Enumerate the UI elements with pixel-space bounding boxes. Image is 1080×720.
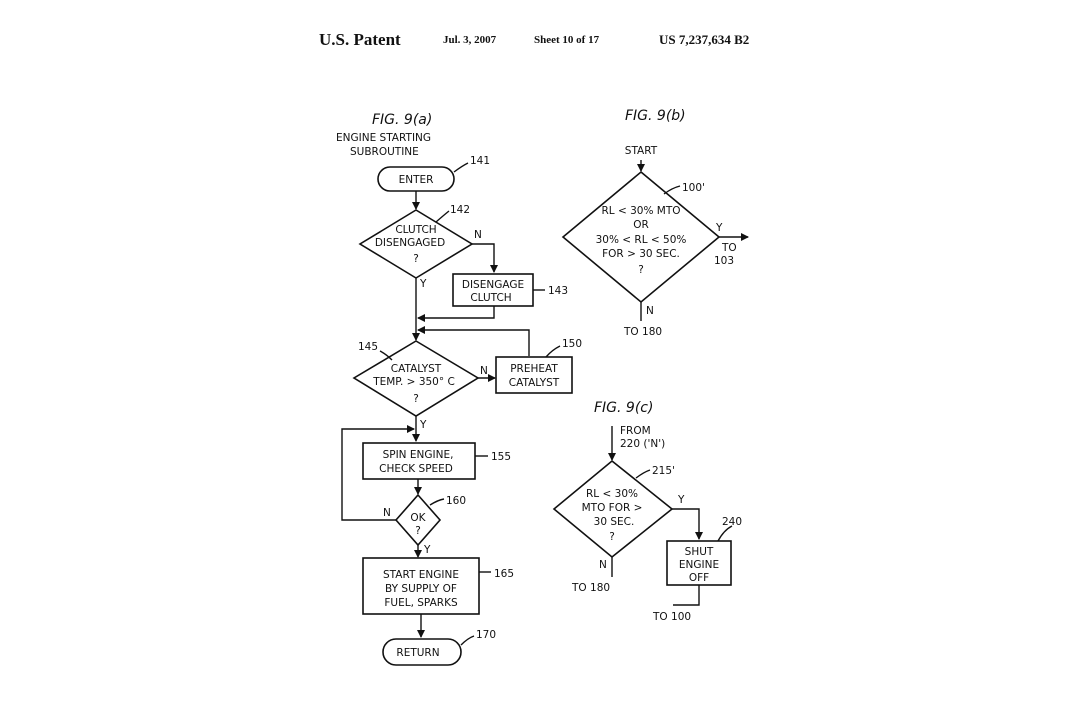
fig-9c-no-target: TO 180 xyxy=(571,582,610,594)
fig-9b-line3: 30% < RL < 50% xyxy=(596,234,687,246)
enter-ref: 141 xyxy=(470,155,490,167)
ok-ref: 160 xyxy=(446,495,466,507)
fig-9b-yes-label: Y xyxy=(715,222,723,234)
enter-ref-leader xyxy=(453,162,469,173)
spin-engine-box xyxy=(362,442,476,480)
ok-line1: OK xyxy=(410,512,426,524)
catalyst-yes-label: Y xyxy=(419,419,427,431)
clutch-ref-leader xyxy=(435,210,450,223)
start-ref: 165 xyxy=(494,568,514,580)
fig-9c-no-label: N xyxy=(599,559,607,571)
spin-line2: CHECK SPEED xyxy=(379,463,453,475)
spin-line1: SPIN ENGINE, xyxy=(383,449,454,461)
shut-line1: SHUT xyxy=(685,546,714,558)
clutch-ref: 142 xyxy=(450,204,470,216)
fig-9b-line4: FOR > 30 SEC. xyxy=(602,248,680,260)
catalyst-line1: CATALYST xyxy=(391,363,442,375)
clutch-yes-label: Y xyxy=(419,278,427,290)
fig-9b: FIG. 9(b) START RL < 30% MTO OR 30% < RL… xyxy=(561,108,749,338)
arrow-disengage-merge xyxy=(417,306,495,322)
ok-line2: ? xyxy=(415,525,421,537)
ok-yes-label: Y xyxy=(423,544,431,556)
patent-header: U.S. Patent Jul. 3, 2007 Sheet 10 of 17 … xyxy=(0,30,1080,54)
patent-title: U.S. Patent xyxy=(319,30,401,49)
start-line2: BY SUPPLY OF xyxy=(385,583,457,595)
arrow-preheat-loop xyxy=(417,326,530,356)
catalyst-ref: 145 xyxy=(358,341,378,353)
disengage-clutch-box xyxy=(452,273,534,307)
start-line3: FUEL, SPARKS xyxy=(384,597,458,609)
patent-date: Jul. 3, 2007 xyxy=(443,34,497,46)
return-terminal xyxy=(382,638,462,666)
arrow-ok-no-loop xyxy=(341,425,415,521)
clutch-line2: DISENGAGED xyxy=(375,237,445,249)
shut-ref: 240 xyxy=(722,516,742,528)
fig-9c-ref-leader xyxy=(635,469,651,479)
fig-9c-line3: 30 SEC. xyxy=(594,516,635,528)
fig-9c-ref: 215' xyxy=(652,465,675,477)
preheat-line1: PREHEAT xyxy=(510,363,558,375)
fig-9b-ref-leader xyxy=(663,185,681,195)
fig-9c-label: FIG. 9(c) xyxy=(594,400,653,416)
arrow-9c-yes xyxy=(672,508,703,540)
shut-ref-leader xyxy=(717,525,733,542)
shut-line2: ENGINE xyxy=(679,559,719,571)
disengage-ref: 143 xyxy=(548,285,568,297)
preheat-ref-leader xyxy=(545,345,561,358)
fig-9a: FIG. 9(a) ENGINE STARTING SUBROUTINE ENT… xyxy=(336,112,582,666)
disengage-line1: DISENGAGE xyxy=(462,279,524,291)
clutch-line3: ? xyxy=(413,253,419,265)
fig-9b-label: FIG. 9(b) xyxy=(625,108,686,124)
fig-9a-label: FIG. 9(a) xyxy=(372,112,432,128)
return-label: RETURN xyxy=(396,647,439,659)
fig-9c-shut-target: TO 100 xyxy=(652,611,691,623)
line-9c-shut-out xyxy=(673,585,700,606)
spin-ref: 155 xyxy=(491,451,511,463)
fig-9b-line1: RL < 30% MTO xyxy=(601,205,680,217)
return-ref: 170 xyxy=(476,629,496,641)
fig-9c-line4: ? xyxy=(609,531,615,543)
fig-9b-line2: OR xyxy=(633,219,649,231)
preheat-catalyst-box xyxy=(495,356,573,394)
catalyst-line2: TEMP. > 350° C xyxy=(372,376,455,388)
sheet-number: Sheet 10 of 17 xyxy=(534,34,600,46)
fig-9c-from-line2: 220 ('N') xyxy=(620,438,665,450)
preheat-line2: CATALYST xyxy=(509,377,560,389)
enter-label: ENTER xyxy=(399,174,434,186)
fig-9c-from-line1: FROM xyxy=(620,425,651,437)
arrow-clutch-no xyxy=(472,243,498,273)
clutch-no-label: N xyxy=(474,229,482,241)
return-ref-leader xyxy=(460,635,475,646)
start-line1: START ENGINE xyxy=(383,569,459,581)
fig-9a-subtitle-line1: ENGINE STARTING xyxy=(336,132,431,144)
fig-9c-line1: RL < 30% xyxy=(586,488,638,500)
clutch-line1: CLUTCH xyxy=(395,224,436,236)
fig-9a-subtitle-line2: SUBROUTINE xyxy=(350,146,419,158)
catalyst-no-label: N xyxy=(480,365,488,377)
catalyst-line3: ? xyxy=(413,393,419,405)
preheat-ref: 150 xyxy=(562,338,582,350)
shut-line3: OFF xyxy=(689,572,709,584)
fig-9b-ref: 100' xyxy=(682,182,705,194)
fig-9b-line5: ? xyxy=(638,264,644,276)
fig-9c: FIG. 9(c) FROM 220 ('N') RL < 30% MTO FO… xyxy=(552,400,742,623)
ok-ref-leader xyxy=(429,498,445,506)
ok-no-label: N xyxy=(383,507,391,519)
fig-9b-start: START xyxy=(625,145,658,157)
disengage-line2: CLUTCH xyxy=(470,292,511,304)
catalyst-ref-leader xyxy=(379,350,393,361)
patent-number: US 7,237,634 B2 xyxy=(659,32,750,47)
fig-9c-yes-label: Y xyxy=(677,494,685,506)
fig-9b-yes-line1: TO xyxy=(721,242,737,254)
fig-9c-line2: MTO FOR > xyxy=(582,502,643,514)
fig-9b-no-label: N xyxy=(646,305,654,317)
fig-9b-no-target: TO 180 xyxy=(623,326,662,338)
fig-9b-yes-line2: 103 xyxy=(714,255,734,267)
